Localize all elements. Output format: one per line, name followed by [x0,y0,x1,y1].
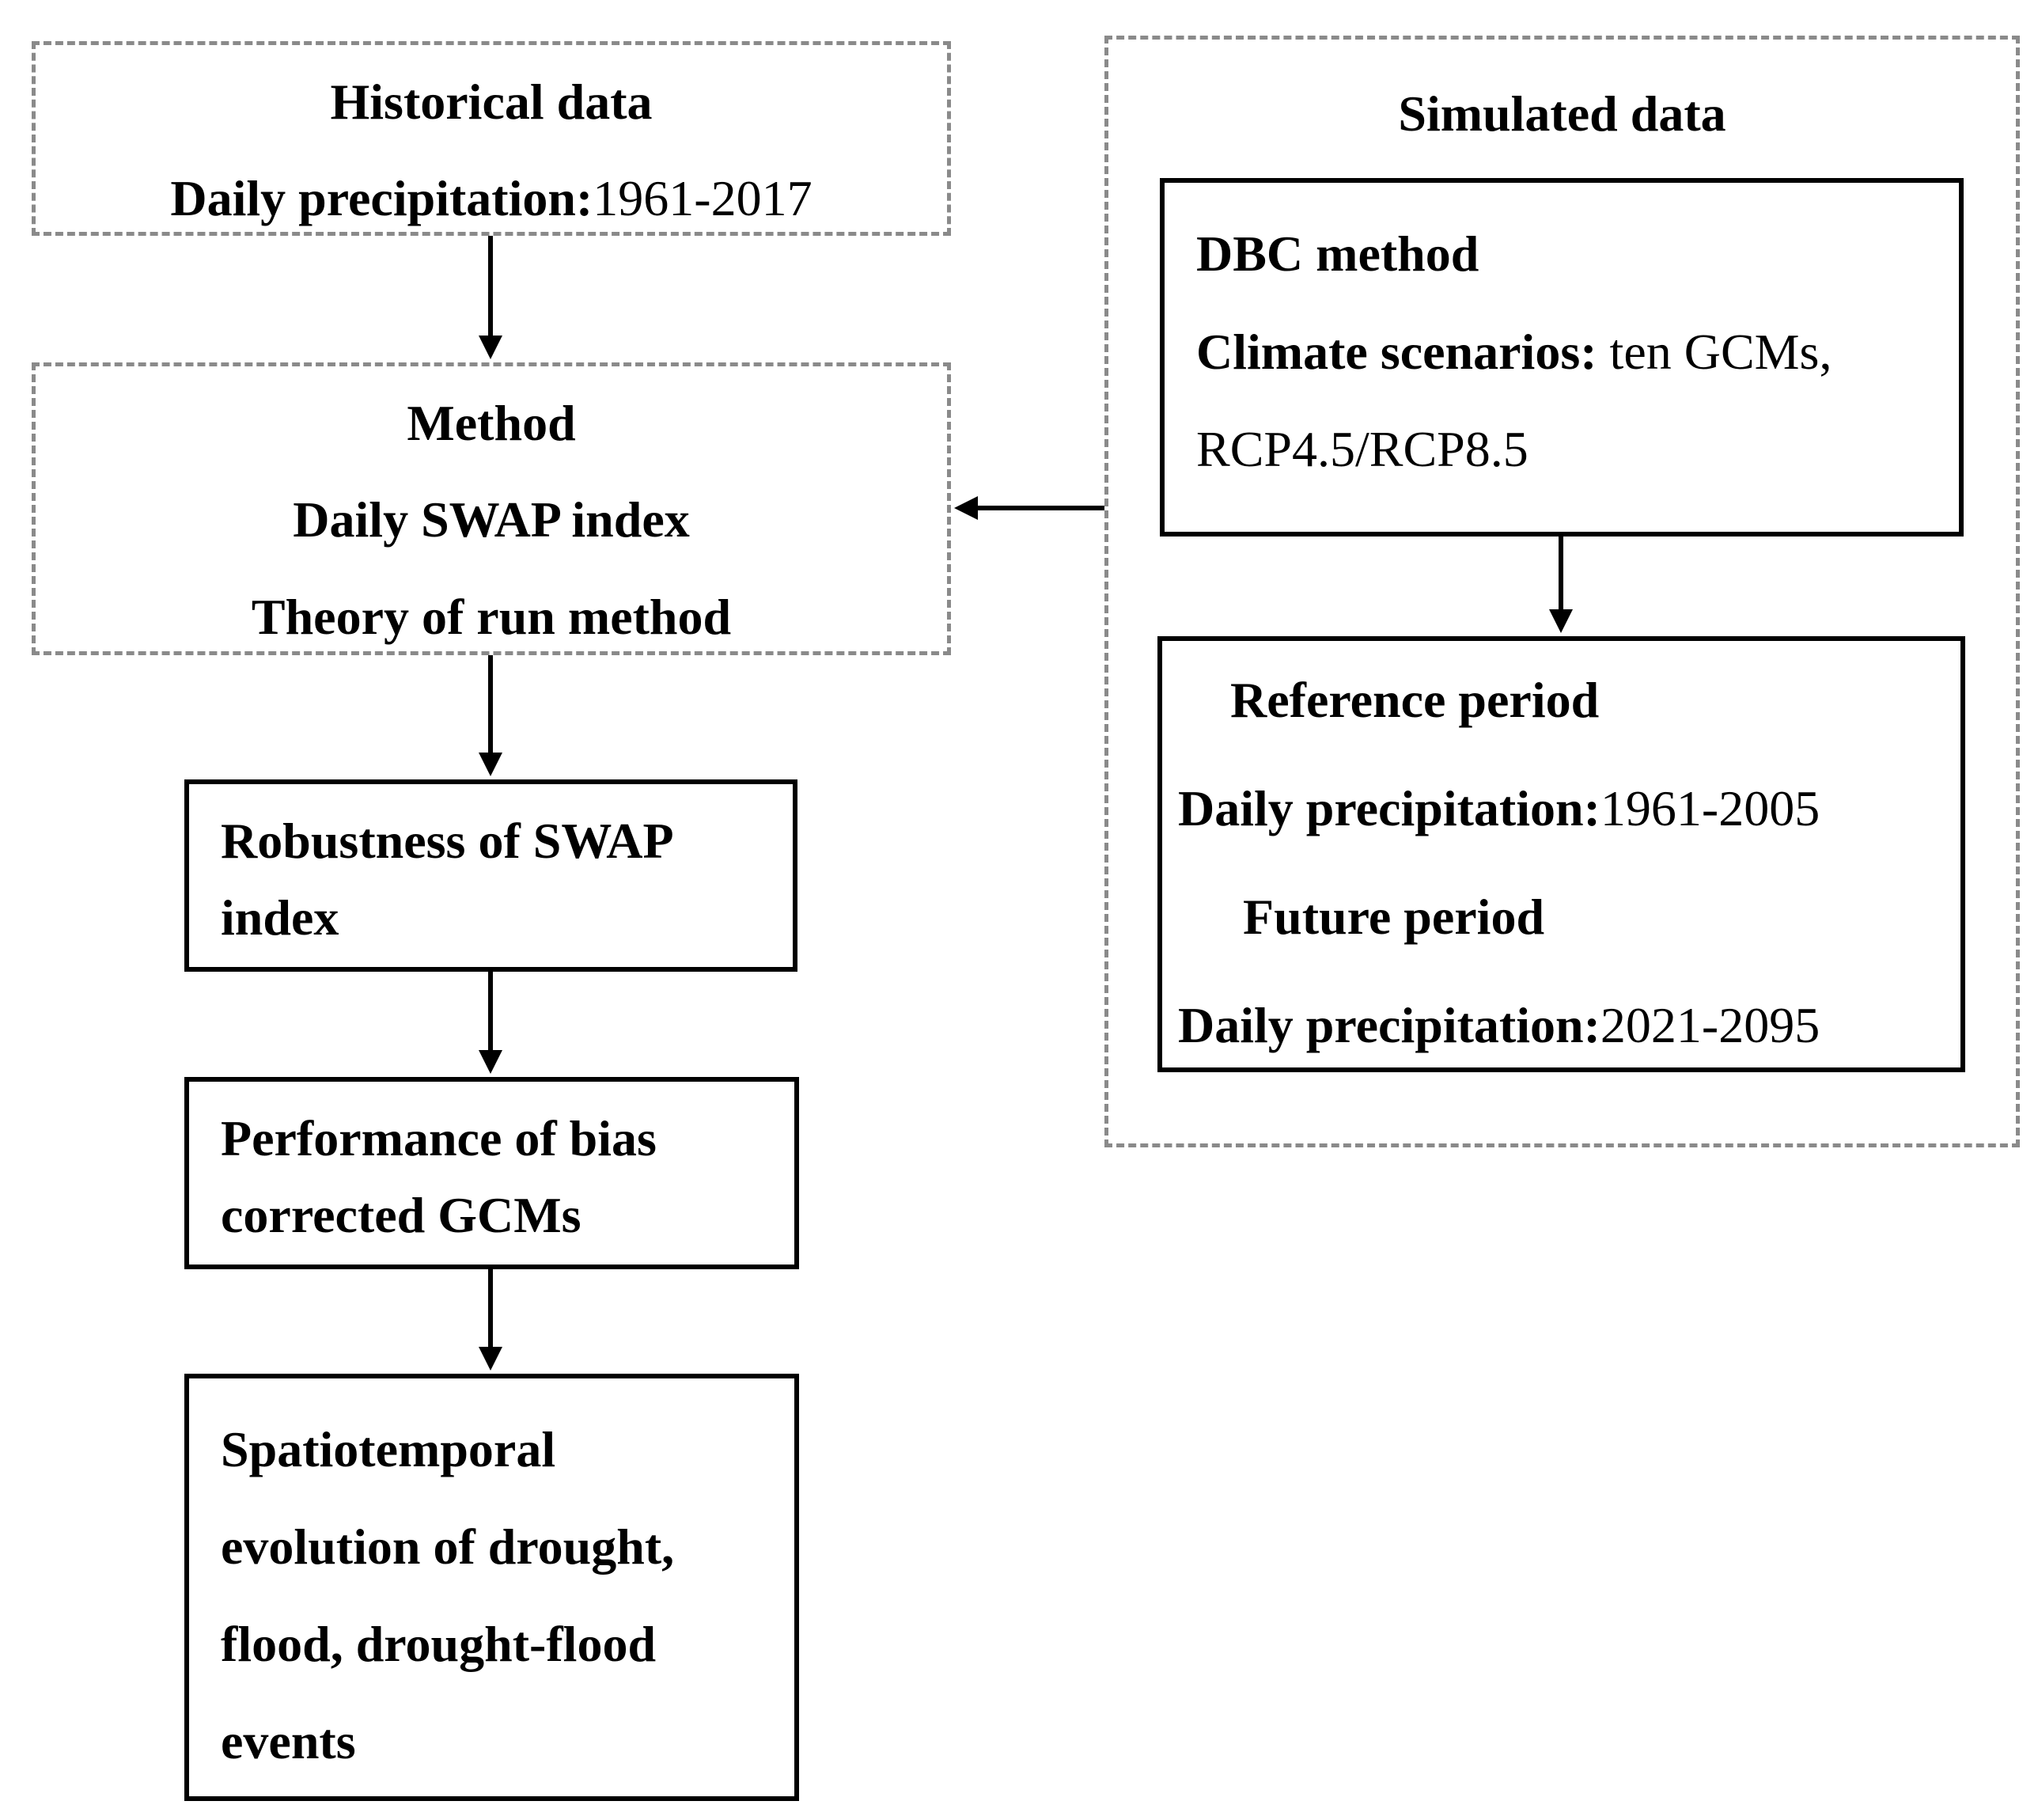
dbc-method-title: DBC method [1196,226,1479,282]
spatiotemporal-box: Spatiotemporal evolution of drought, flo… [184,1374,799,1801]
method-title: Method [407,395,576,451]
historical-data-title: Historical data [330,74,653,130]
arrowhead-robustness-to-performance [479,1050,502,1074]
method-swap-index: Daily SWAP index [293,491,690,548]
dbc-rcp-scenarios: RCP4.5/RCP8.5 [1196,421,1528,477]
simulated-data-title: Simulated data [1398,85,1726,142]
historical-data-box: Historical data Daily precipitation:1961… [32,41,951,236]
reference-precip-label: Daily precipitation: [1178,780,1600,836]
reference-precip-line: Daily precipitation:1961-2005 [1178,783,1820,834]
performance-line1: Performance of bias [221,1110,657,1166]
simulated-data-box: Simulated data [1104,36,2020,1147]
historical-precip-label: Daily precipitation: [170,170,593,226]
periods-box: Reference period Daily precipitation:196… [1157,636,1965,1072]
future-precip-line: Daily precipitation:2021-2095 [1178,1000,1820,1051]
dbc-climate-scenarios: Climate scenarios: ten GCMs, [1196,327,1832,377]
arrowhead-performance-to-spatiotemporal [479,1347,502,1371]
performance-line2: corrected GCMs [221,1187,581,1243]
arrowhead-method-to-robustness [479,753,502,776]
spatiotemporal-line3: flood, drought-flood [221,1616,657,1672]
performance-box: Performance of bias corrected GCMs [184,1077,799,1269]
future-precip-years: 2021-2095 [1600,997,1820,1053]
spatiotemporal-line1: Spatiotemporal [221,1421,556,1477]
robustness-line2: index [221,889,339,946]
future-precip-label: Daily precipitation: [1178,997,1600,1053]
spatiotemporal-line2: evolution of drought, [221,1519,675,1575]
arrowhead-simulated-to-method [954,496,978,520]
historical-precip-years: 1961-2017 [593,170,813,226]
spatiotemporal-line4: events [221,1713,356,1769]
dbc-method-box: DBC method Climate scenarios: ten GCMs, … [1160,178,1964,537]
arrowhead-historical-to-method [479,336,502,359]
method-box: Method Daily SWAP index Theory of run me… [32,362,951,655]
dbc-scenarios-label: Climate scenarios: [1196,324,1597,380]
method-theory-of-run: Theory of run method [251,589,732,645]
robustness-line1: Robustness of SWAP [221,813,674,869]
robustness-box: Robustness of SWAP index [184,779,797,972]
reference-period-title: Reference period [1230,672,1600,728]
reference-precip-years: 1961-2005 [1600,780,1820,836]
dbc-scenarios-value: ten GCMs, [1597,324,1832,380]
future-period-title: Future period [1243,889,1545,945]
arrowhead-dbc-to-periods [1549,609,1573,633]
historical-precip-line: Daily precipitation:1961-2017 [36,173,947,224]
